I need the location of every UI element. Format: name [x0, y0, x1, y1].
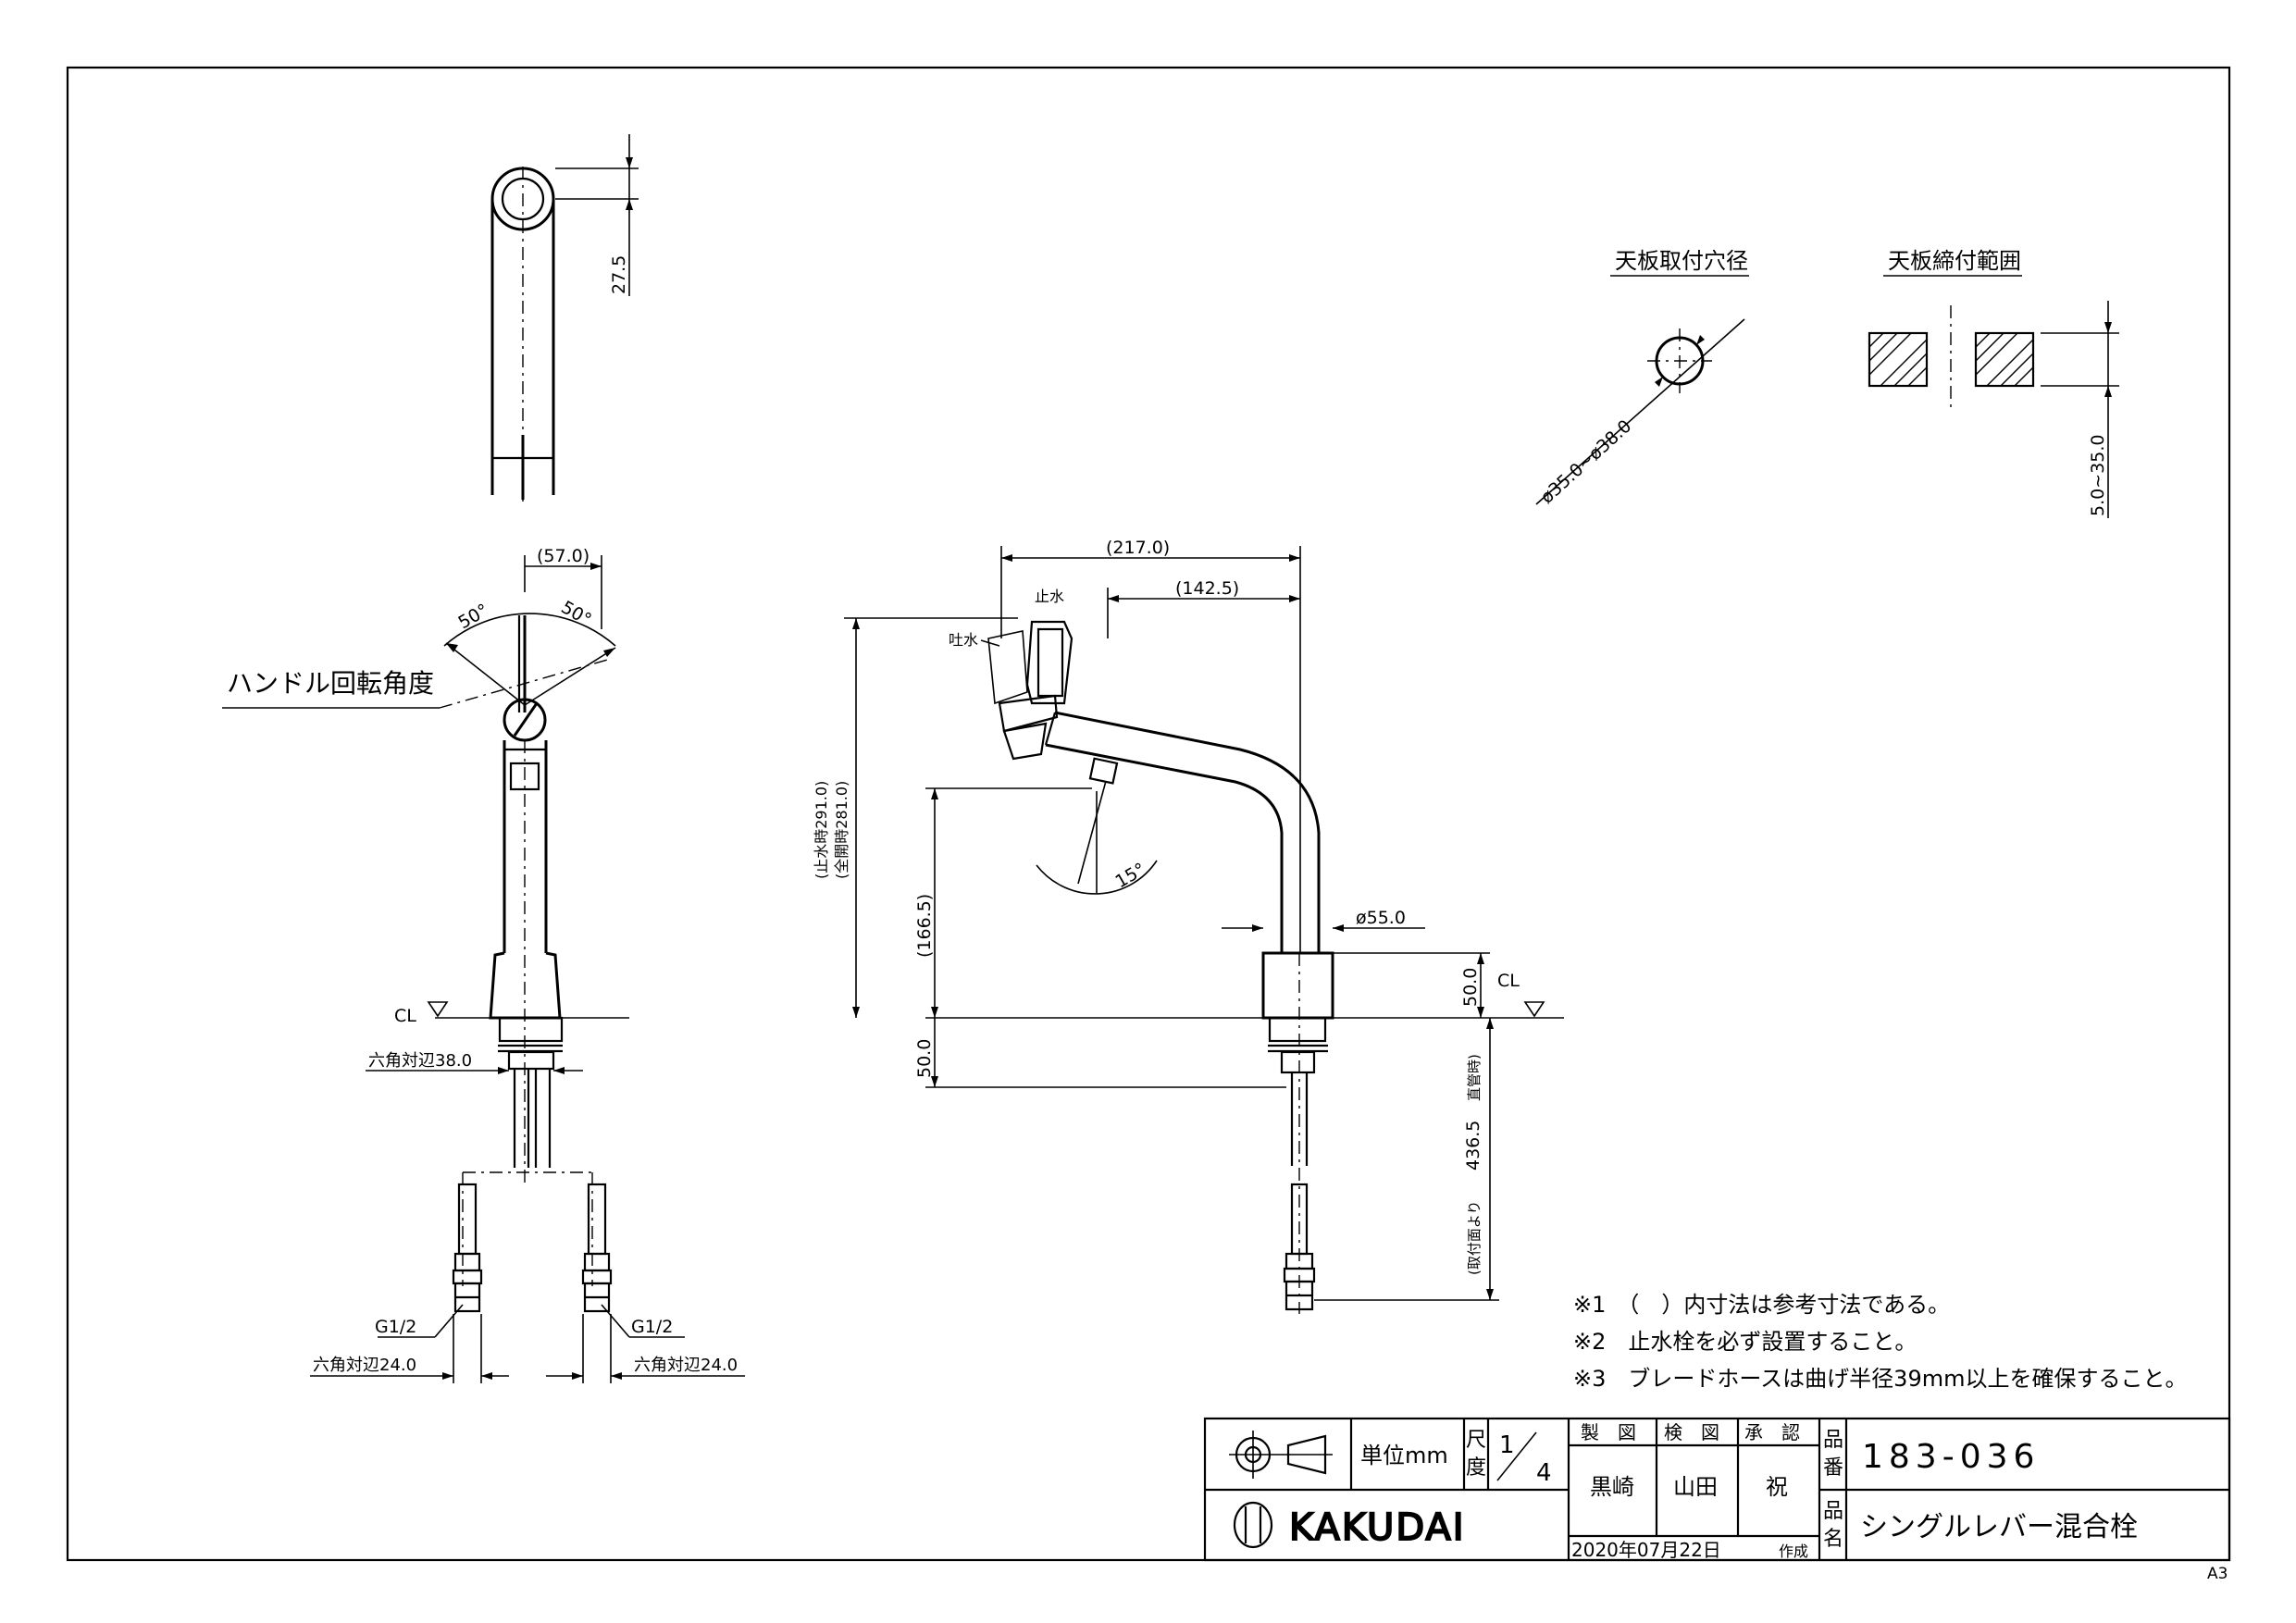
height-open: (全開時281.0)	[833, 781, 850, 879]
front-cl-label: CL	[394, 1006, 416, 1026]
company-logo: KAKUDAI	[1233, 1501, 1466, 1550]
dim-27-5: 27.5	[609, 255, 629, 294]
dim-217: (217.0)	[1106, 538, 1170, 558]
dim-166: (166.5)	[914, 894, 935, 958]
hex24-left-label: 六角対辺24.0	[313, 1356, 416, 1375]
dim-57: (57.0)	[537, 546, 590, 566]
part-no-label: 品番	[1823, 1429, 1843, 1480]
hose-pre: (取付面より	[1466, 1200, 1483, 1275]
hose-post: 直管時)	[1466, 1054, 1483, 1101]
part-no: 183-036	[1862, 1438, 2040, 1476]
side-cl-label: CL	[1497, 971, 1520, 991]
front-view: (57.0) 50° 50° ハンドル回転角度 CL	[222, 546, 745, 1383]
drawn-label: 製 図	[1581, 1421, 1636, 1443]
projection-symbol	[1229, 1431, 1333, 1479]
approved-label: 承 認	[1744, 1421, 1800, 1443]
checked-by: 山田	[1673, 1474, 1718, 1500]
handle-rotation-label: ハンドル回転角度	[227, 668, 434, 699]
scale-num: 1	[1499, 1431, 1515, 1459]
dim-50-top: 50.0	[1460, 968, 1481, 1007]
clamp-detail-dim: 5.0~35.0	[2088, 435, 2108, 516]
side-view: (217.0) (142.5) 止水 吐水 15°	[813, 538, 1564, 1314]
hex38-label: 六角対辺38.0	[368, 1051, 472, 1071]
part-name: シングルレバー混合栓	[1860, 1511, 2138, 1543]
height-stop: (止水時291.0)	[813, 781, 830, 879]
note-1: ※1 （ ）内寸法は参考寸法である。	[1573, 1292, 1950, 1318]
note-2: ※2 止水栓を必ず設置すること。	[1573, 1329, 1917, 1355]
g-right-label: G1/2	[631, 1317, 673, 1337]
hex24-right-label: 六角対辺24.0	[634, 1356, 738, 1375]
label-spout: 吐水	[949, 631, 978, 649]
scale-label: 尺度	[1466, 1429, 1486, 1480]
clamp-detail: 天板締付範囲 5.0~35.0	[1868, 248, 2119, 518]
angle-15: 15°	[1112, 859, 1149, 892]
dim-50-bottom: 50.0	[914, 1039, 935, 1078]
hole-detail-title: 天板取付穴径	[1615, 248, 1748, 274]
note-3: ※3 ブレードホースは曲げ半径39mm以上を確保すること。	[1573, 1366, 2187, 1392]
hose-dim: 436.5	[1463, 1121, 1483, 1171]
top-view: 27.5	[490, 134, 639, 504]
notes: ※1 （ ）内寸法は参考寸法である。 ※2 止水栓を必ず設置すること。 ※3 ブ…	[1573, 1292, 2187, 1392]
hole-detail: 天板取付穴径 ø35.0~ø38.0	[1535, 248, 1749, 508]
angle-left: 50°	[455, 600, 492, 633]
dim-142: (142.5)	[1175, 578, 1239, 599]
dia-55: ø55.0	[1356, 908, 1406, 928]
scale-den: 4	[1536, 1459, 1552, 1487]
unit-label: 単位mm	[1360, 1443, 1448, 1468]
date-note: 作成	[1779, 1542, 1808, 1560]
part-name-label: 品名	[1823, 1500, 1843, 1551]
approved-by: 祝	[1766, 1474, 1788, 1500]
sheet-border	[66, 66, 2231, 1562]
title-block: 単位mm 尺度 1 4 製 図 検 図 承 認 黒崎 山田 祝 2020年07月…	[1203, 1417, 2231, 1562]
drawn-by: 黒崎	[1590, 1474, 1634, 1500]
angle-right: 50°	[558, 597, 595, 630]
paper-size: A3	[2207, 1565, 2228, 1583]
date: 2020年07月22日	[1571, 1539, 1721, 1561]
g-left-label: G1/2	[375, 1317, 416, 1337]
company-name: KAKUDAI	[1289, 1506, 1466, 1549]
checked-label: 検 図	[1664, 1421, 1719, 1443]
clamp-detail-title: 天板締付範囲	[1888, 248, 2021, 274]
hole-detail-dim: ø35.0~ø38.0	[1537, 416, 1636, 508]
label-stop: 止水	[1035, 588, 1064, 605]
